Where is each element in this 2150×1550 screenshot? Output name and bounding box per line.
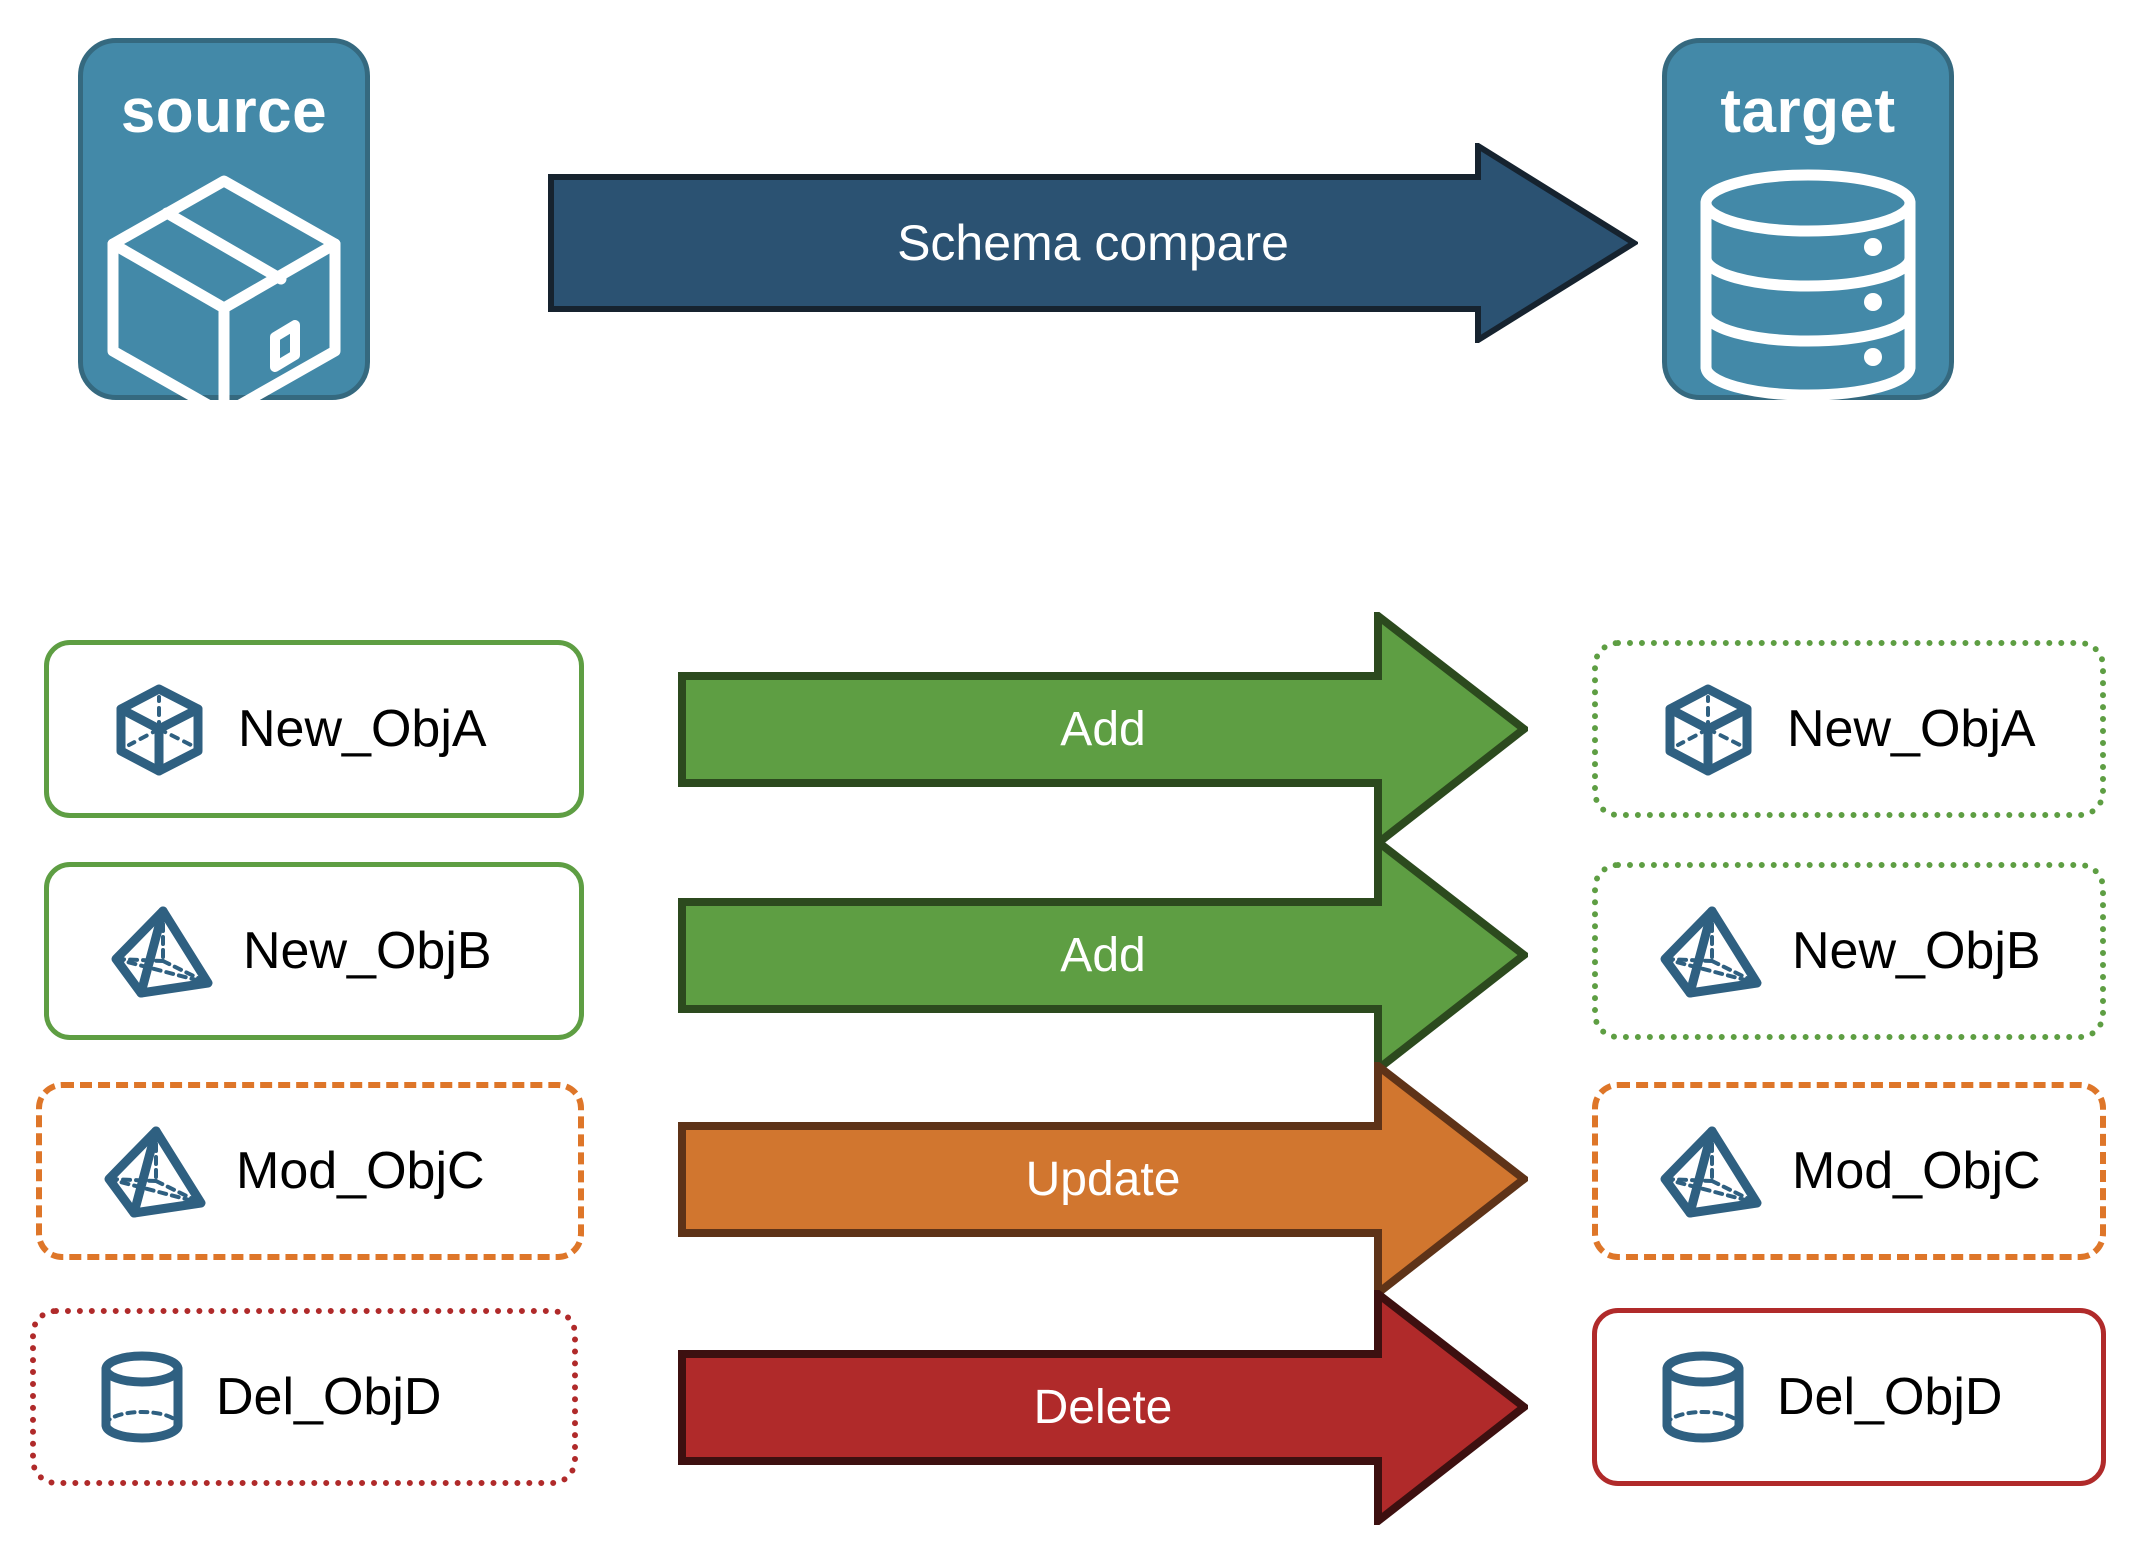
wireframe-cube-icon (1656, 677, 1761, 782)
wireframe-pyramid-icon (107, 899, 217, 1004)
source-object-label: New_ObjB (243, 922, 492, 980)
wireframe-pyramid-icon (1656, 899, 1766, 1004)
target-object-label: New_ObjA (1787, 700, 2036, 758)
target-object-label: Mod_ObjC (1792, 1142, 2041, 1200)
add-arrow[interactable]: Add (678, 838, 1528, 1073)
delete-arrow[interactable]: Delete (678, 1290, 1528, 1525)
source-object-card[interactable]: New_ObjB (44, 862, 584, 1040)
schema-compare-arrow[interactable]: Schema compare (548, 143, 1638, 343)
wireframe-pyramid-icon (100, 1119, 210, 1224)
target-object-card[interactable]: New_ObjB (1592, 862, 2106, 1040)
source-endpoint-card[interactable]: source (78, 38, 370, 414)
wireframe-cube-icon (107, 677, 212, 782)
target-endpoint-card[interactable]: target (1662, 38, 1954, 401)
target-title: target (1720, 77, 1896, 146)
package-box-icon (99, 169, 349, 414)
target-object-card[interactable]: Mod_ObjC (1592, 1082, 2106, 1260)
database-cylinder-icon (1693, 169, 1923, 401)
target-object-card[interactable]: New_ObjA (1592, 640, 2106, 818)
source-object-card[interactable]: Del_ObjD (30, 1308, 578, 1486)
source-object-label: New_ObjA (238, 700, 487, 758)
source-object-card[interactable]: Mod_ObjC (36, 1082, 584, 1260)
update-arrow[interactable]: Update (678, 1062, 1528, 1297)
target-object-label: New_ObjB (1792, 922, 2041, 980)
wireframe-cylinder-icon (1655, 1345, 1751, 1450)
source-object-card[interactable]: New_ObjA (44, 640, 584, 818)
target-object-label: Del_ObjD (1777, 1368, 2003, 1426)
target-object-card[interactable]: Del_ObjD (1592, 1308, 2106, 1486)
source-object-label: Del_ObjD (216, 1368, 442, 1426)
source-title: source (120, 77, 328, 146)
wireframe-pyramid-icon (1656, 1119, 1766, 1224)
add-arrow[interactable]: Add (678, 612, 1528, 847)
source-object-label: Mod_ObjC (236, 1142, 485, 1200)
wireframe-cylinder-icon (94, 1345, 190, 1450)
